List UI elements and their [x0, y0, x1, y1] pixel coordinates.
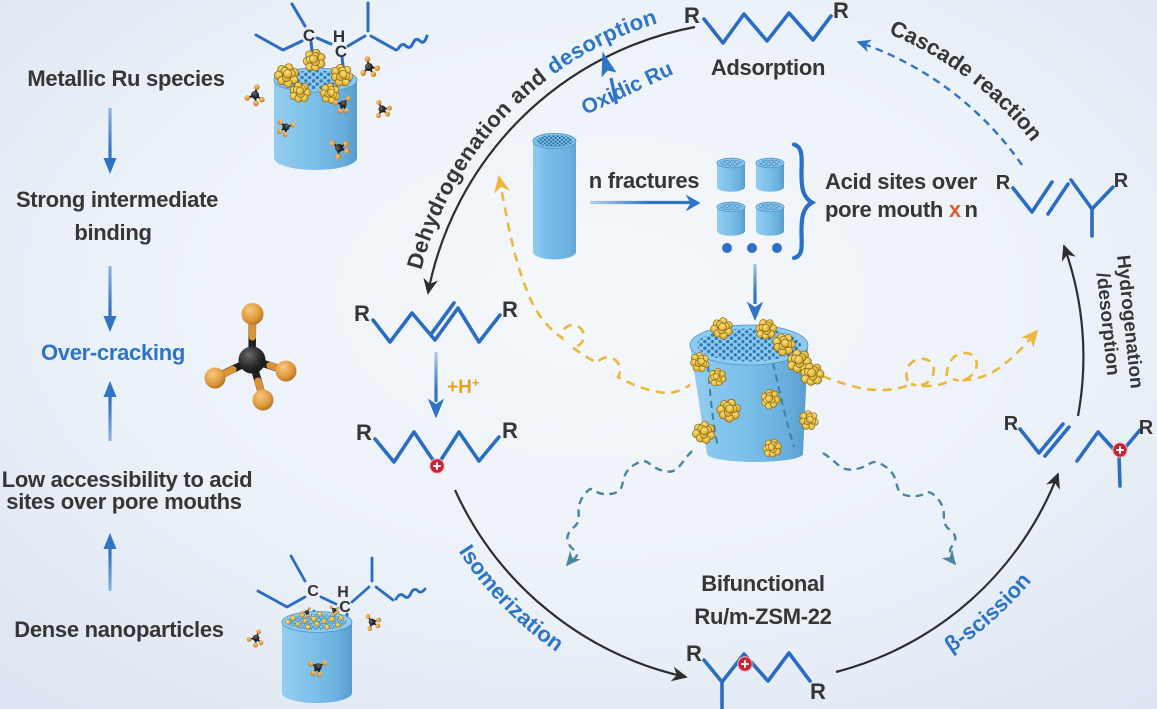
svg-text:R: R	[502, 297, 518, 322]
svg-text:R: R	[354, 301, 370, 326]
svg-text:H: H	[337, 584, 349, 601]
svg-text:C: C	[339, 599, 351, 616]
svg-text:sites over pore mouths: sites over pore mouths	[6, 489, 242, 514]
svg-text:Adsorption: Adsorption	[711, 55, 825, 80]
svg-text:R: R	[686, 641, 702, 666]
svg-text:H: H	[333, 27, 345, 46]
svg-text:R: R	[1139, 417, 1154, 439]
svg-text:Strong intermediate: Strong intermediate	[16, 187, 218, 212]
svg-text:+H+: +H+	[447, 375, 480, 398]
svg-text:Acid sites over: Acid sites over	[825, 169, 978, 194]
svg-text:Dense nanoparticles: Dense nanoparticles	[14, 617, 224, 642]
svg-text:R: R	[502, 418, 518, 443]
svg-text:R: R	[810, 679, 826, 704]
svg-text:binding: binding	[74, 220, 151, 245]
svg-text:Ru/m-ZSM-22: Ru/m-ZSM-22	[694, 604, 831, 629]
svg-text:Metallic Ru species: Metallic Ru species	[27, 66, 224, 91]
svg-text:R: R	[1114, 170, 1129, 192]
svg-text:n fractures: n fractures	[589, 168, 699, 193]
svg-text:R: R	[833, 0, 849, 23]
svg-text:C: C	[307, 583, 319, 600]
svg-text:C: C	[335, 42, 347, 61]
svg-text:pore mouth x n: pore mouth x n	[825, 197, 978, 222]
svg-text:R: R	[356, 420, 372, 445]
svg-text:C: C	[303, 26, 315, 45]
svg-text:R: R	[1004, 413, 1019, 435]
svg-text:R: R	[996, 172, 1011, 194]
svg-text:Low accessibility to acid: Low accessibility to acid	[2, 467, 252, 492]
svg-text:Over-cracking: Over-cracking	[41, 340, 185, 365]
svg-text:Bifunctional: Bifunctional	[701, 571, 825, 596]
svg-text:R: R	[684, 3, 700, 28]
